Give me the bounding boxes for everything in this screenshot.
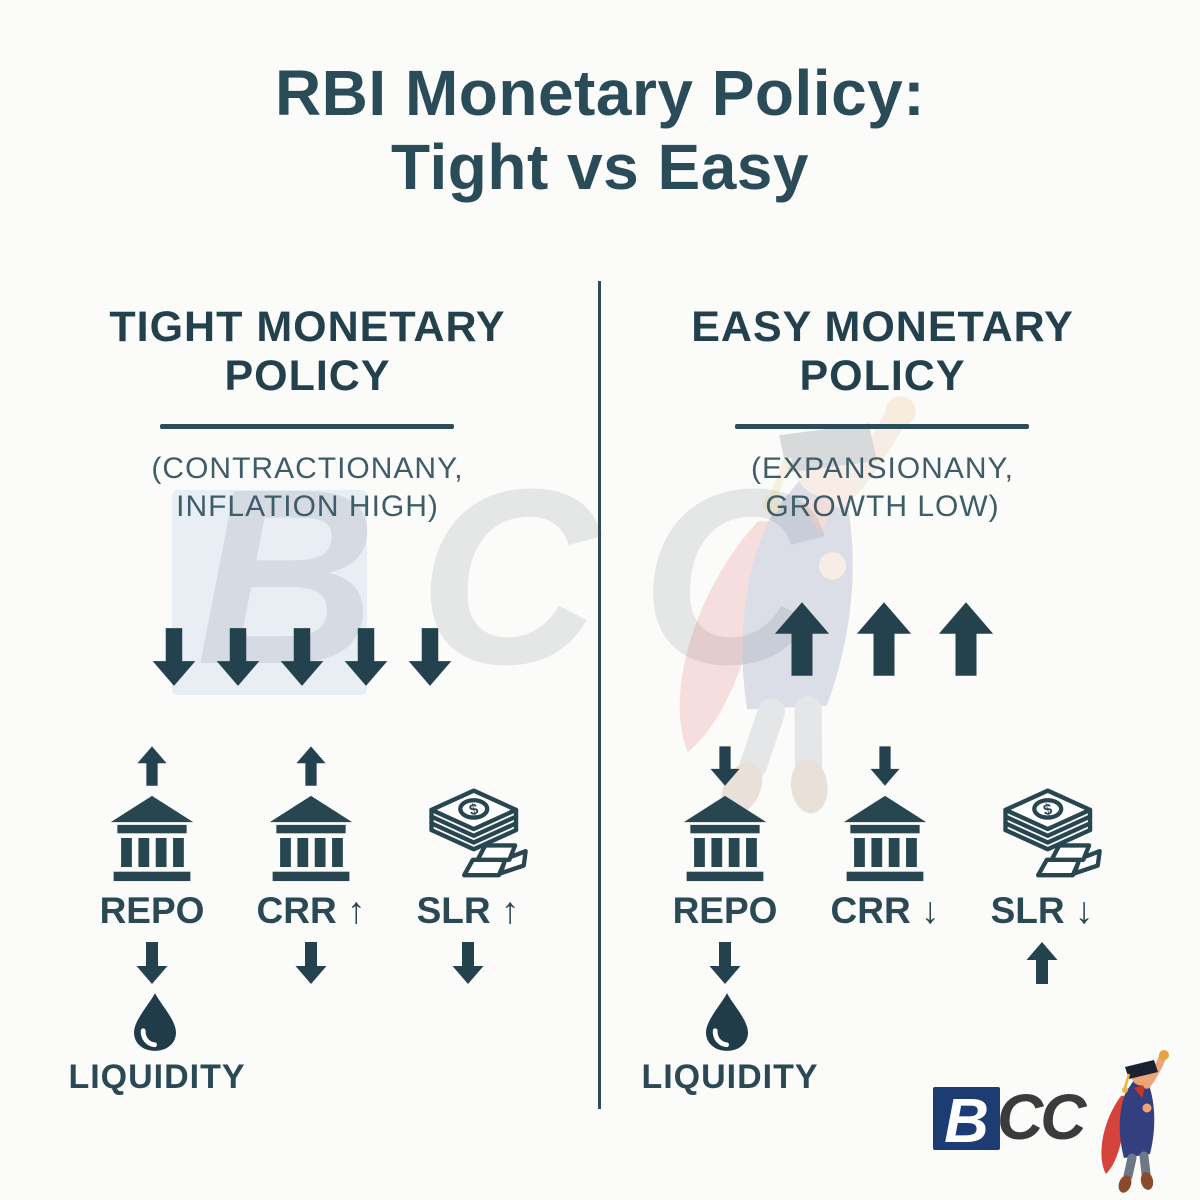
up-arrow-icon	[1026, 940, 1058, 986]
liquidity-label: LIQUIDITY	[68, 1058, 246, 1096]
liquidity-label: LIQUIDITY	[641, 1058, 819, 1096]
up-arrow-icon	[856, 600, 912, 678]
bank-icon	[839, 794, 931, 882]
column-divider	[598, 281, 601, 1109]
tight-flow-arrows	[152, 626, 452, 688]
down-arrow-icon	[344, 626, 388, 688]
easy-policy-heading: EASY MONETARY POLICY	[691, 303, 1074, 400]
down-arrow-icon	[295, 940, 327, 986]
watermark-logo-square	[172, 490, 367, 695]
down-arrow-icon	[710, 744, 740, 788]
instrument-slr-easy: SLR ↓	[962, 738, 1122, 993]
instrument-crr-easy: CRR ↓	[805, 738, 965, 993]
up-arrow-icon	[296, 744, 326, 788]
instrument-label: SLR ↓	[990, 890, 1094, 931]
down-arrow-icon	[152, 626, 196, 688]
bank-icon	[265, 794, 357, 882]
water-drop-icon	[134, 990, 176, 1054]
instrument-label: REPO	[672, 890, 778, 931]
instrument-label: SLR ↑	[416, 890, 520, 931]
graduate-mascot-icon	[1088, 1048, 1183, 1198]
instrument-repo-tight: REPO	[72, 738, 232, 993]
instrument-crr-tight: CRR ↑	[231, 738, 391, 993]
page-title-line1: RBI Monetary Policy:	[274, 57, 926, 129]
up-arrow-icon	[938, 600, 994, 678]
instrument-label: CRR ↓	[830, 890, 940, 931]
instrument-slr-tight: SLR ↑	[388, 738, 548, 993]
easy-heading-underline	[735, 424, 1029, 429]
down-arrow-icon	[709, 940, 741, 986]
down-arrow-icon	[452, 940, 484, 986]
down-arrow-icon	[280, 626, 324, 688]
down-arrow-icon	[216, 626, 260, 688]
tight-heading-underline	[160, 424, 454, 429]
page-title-line2: Tight vs Easy	[391, 131, 809, 203]
page-title: RBI Monetary Policy: Tight vs Easy	[0, 56, 1200, 204]
logo-letter-b: B	[944, 1086, 989, 1156]
down-arrow-icon	[136, 940, 168, 986]
up-arrow-icon	[137, 744, 167, 788]
logo-letters-cc: CC	[997, 1081, 1086, 1153]
tight-policy-subtitle: (CONTRACTIONANY, INFLATION HIGH)	[151, 452, 464, 523]
water-drop-icon	[706, 990, 748, 1054]
instrument-label: CRR ↑	[256, 890, 366, 931]
bank-icon	[106, 794, 198, 882]
up-arrow-icon	[774, 600, 830, 678]
down-arrow-icon	[870, 744, 900, 788]
easy-policy-subtitle: (EXPANSIONANY, GROWTH LOW)	[751, 452, 1014, 523]
tight-policy-heading: TIGHT MONETARY POLICY	[109, 303, 506, 400]
instrument-label: REPO	[99, 890, 205, 931]
bank-icon	[679, 794, 771, 882]
logo-b-square: B	[933, 1086, 1000, 1156]
money-gold-icon	[407, 782, 529, 880]
down-arrow-icon	[408, 626, 452, 688]
instrument-repo-easy: REPO	[645, 738, 805, 993]
money-gold-icon	[981, 782, 1103, 880]
easy-flow-arrows	[774, 600, 994, 678]
